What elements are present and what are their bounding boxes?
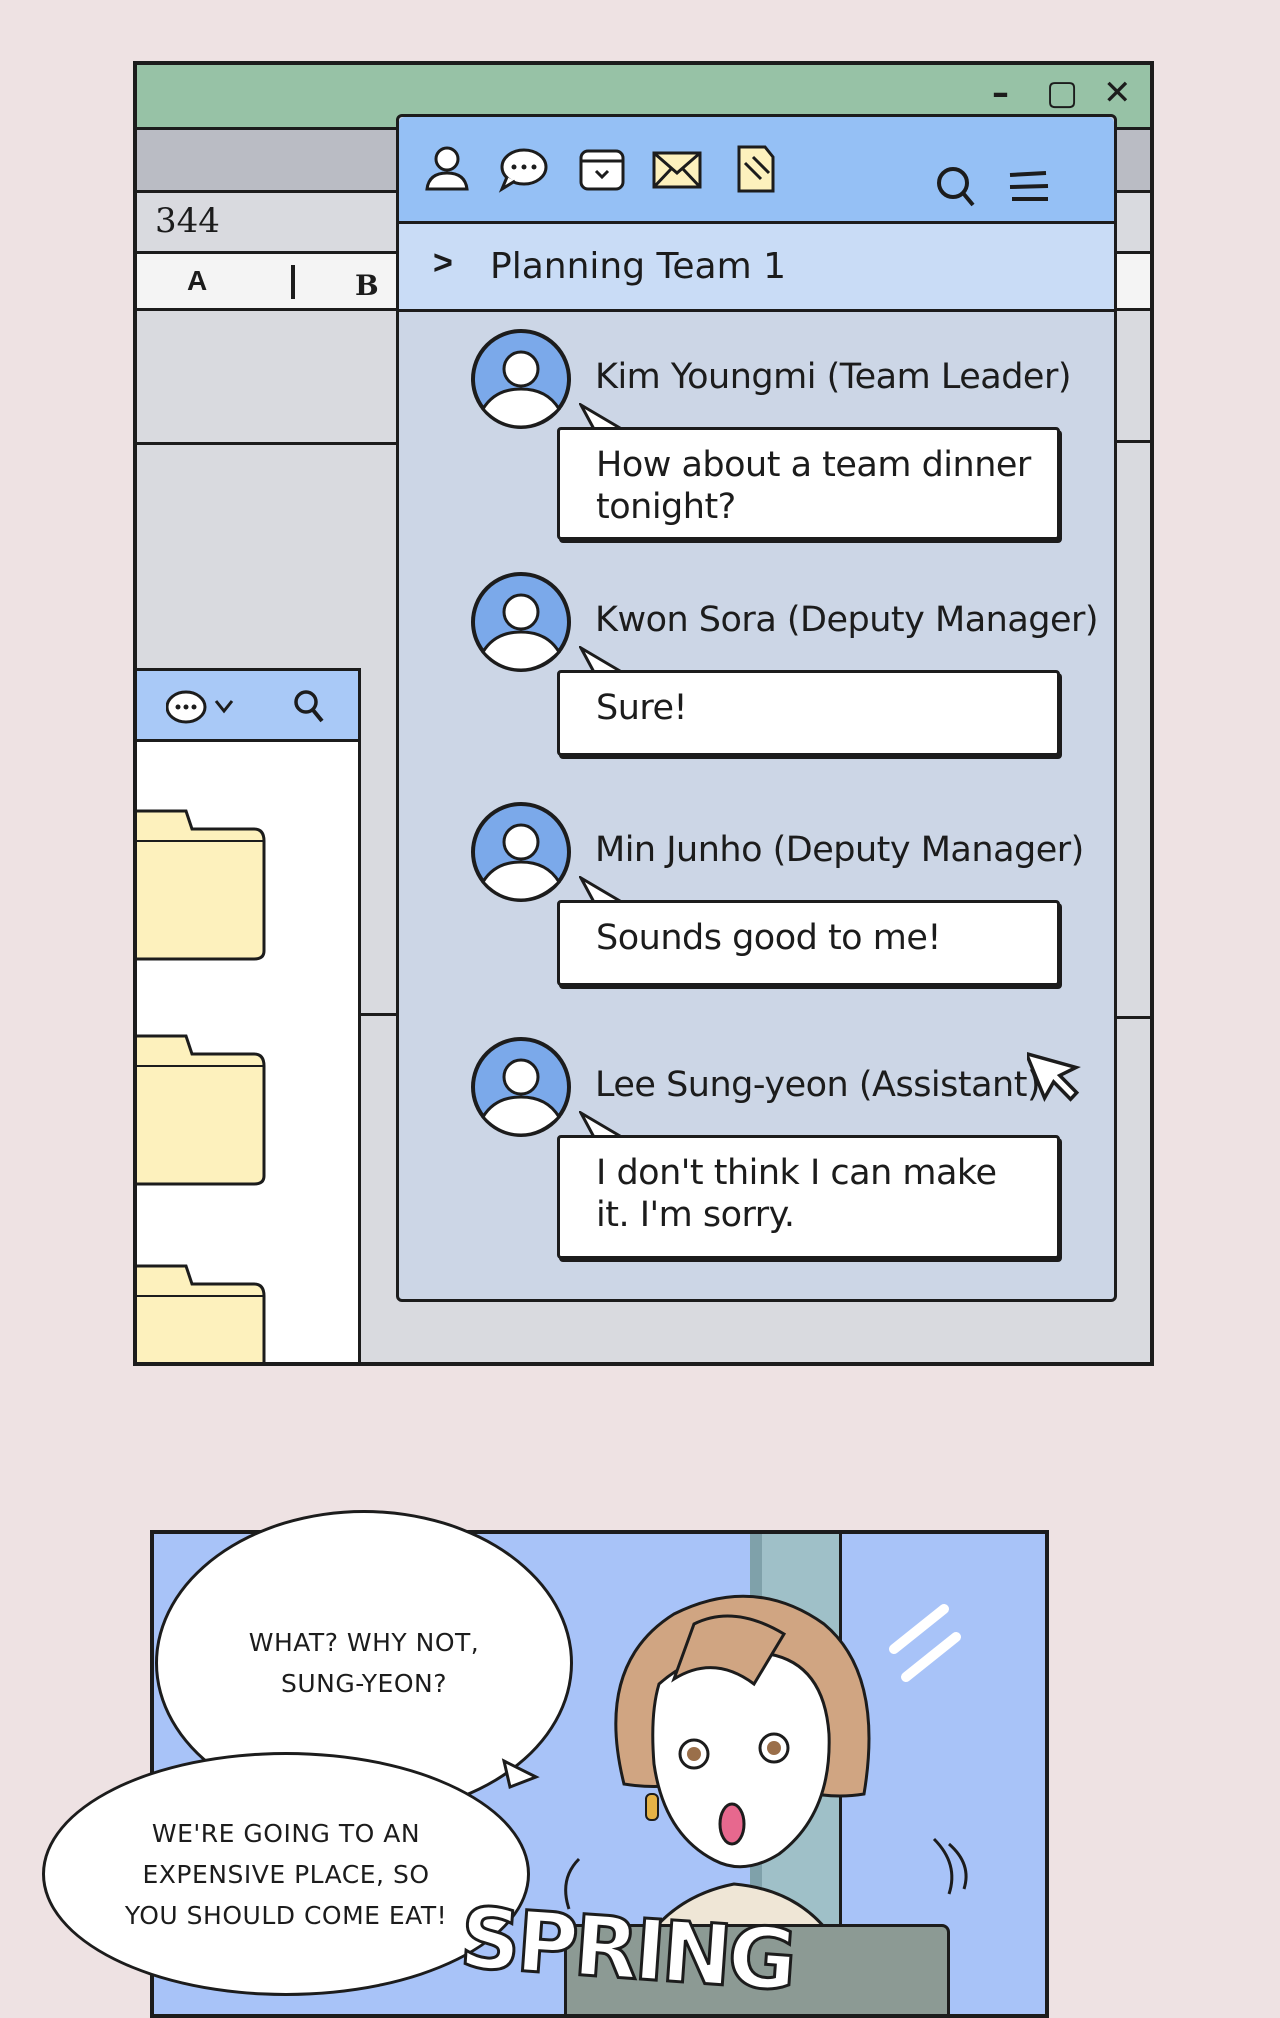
sheet-row-line-right	[1113, 1016, 1150, 1019]
column-header-row-right	[1113, 254, 1150, 311]
avatar-icon[interactable]	[469, 800, 573, 904]
motion-lines	[932, 1837, 968, 1895]
chat-room-name: Planning Team 1	[490, 246, 787, 287]
mouse-cursor-icon	[1027, 1050, 1081, 1103]
office-screen-panel: – ▢ ✕ 344 A B	[133, 61, 1154, 1366]
messenger-window: > Planning Team 1 Kim Youngmi (Team Lead…	[396, 114, 1117, 1302]
close-button[interactable]: ✕	[1103, 73, 1132, 113]
spreadsheet-toolbar	[137, 130, 397, 193]
chevron-right-icon: >	[433, 244, 453, 282]
chat-message: Kim Youngmi (Team Leader) How about a te…	[399, 327, 1114, 540]
sheet-row-line-right	[1113, 440, 1150, 443]
message-sender: Kim Youngmi (Team Leader)	[595, 357, 1072, 397]
laptop	[564, 1924, 950, 2014]
chat-message: Lee Sung-yeon (Assistant) I don't think …	[399, 1035, 1114, 1259]
search-icon[interactable]	[291, 687, 327, 727]
chat-message: Min Junho (Deputy Manager) Sounds good t…	[399, 800, 1114, 1010]
chat-message: Kwon Sora (Deputy Manager) Sure!	[399, 570, 1114, 780]
column-divider	[291, 265, 295, 299]
file-explorer-window	[133, 668, 361, 1366]
spreadsheet-toolbar-right	[1113, 130, 1150, 193]
column-header-a[interactable]: A	[187, 265, 208, 296]
chat-options-icon[interactable]	[166, 689, 256, 725]
speech-bubble: WE'RE GOING TO AN EXPENSIVE PLACE, SO YO…	[42, 1752, 530, 1996]
note-icon[interactable]	[729, 143, 781, 195]
folder-icon[interactable]	[133, 1256, 266, 1366]
message-sender: Lee Sung-yeon (Assistant)	[595, 1065, 1041, 1105]
speech-bubble-tail	[501, 1758, 540, 1790]
cell-reference: 344	[155, 201, 220, 241]
messenger-toolbar	[399, 117, 1114, 224]
folder-icon[interactable]	[133, 801, 266, 961]
maximize-button[interactable]: ▢	[1046, 73, 1079, 113]
avatar-icon[interactable]	[469, 327, 573, 431]
speech-text: WE'RE GOING TO AN EXPENSIVE PLACE, SO YO…	[124, 1818, 448, 1930]
glass-glint	[889, 1604, 961, 1682]
minimize-button[interactable]: –	[992, 73, 1009, 113]
motion-lines	[564, 1857, 581, 1910]
search-icon[interactable]	[931, 161, 983, 213]
person-icon[interactable]	[421, 143, 473, 195]
formula-bar-divider-right	[1113, 251, 1150, 254]
menu-icon[interactable]	[1004, 163, 1056, 215]
message-bubble: Sounds good to me!	[557, 900, 1060, 986]
chat-room-header[interactable]: > Planning Team 1	[399, 224, 1114, 312]
avatar-icon[interactable]	[469, 1035, 573, 1139]
formula-bar-divider	[137, 251, 397, 254]
message-bubble: I don't think I can make it. I'm sorry.	[557, 1135, 1060, 1259]
speech-text: WHAT? WHY NOT, SUNG-YEON?	[248, 1628, 480, 1698]
column-header-row	[137, 254, 397, 311]
avatar-icon[interactable]	[469, 570, 573, 674]
message-sender: Min Junho (Deputy Manager)	[595, 830, 1084, 870]
message-bubble: How about a team dinner tonight?	[557, 427, 1060, 540]
mail-icon[interactable]	[651, 143, 703, 195]
file-explorer-toolbar	[137, 671, 358, 742]
message-sender: Kwon Sora (Deputy Manager)	[595, 600, 1099, 640]
folder-icon[interactable]	[133, 1026, 266, 1186]
sheet-row-line	[137, 442, 397, 445]
message-bubble: Sure!	[557, 670, 1060, 756]
inbox-icon[interactable]	[576, 143, 628, 195]
chat-bubble-icon[interactable]	[497, 143, 549, 195]
column-header-b[interactable]: B	[355, 269, 379, 302]
